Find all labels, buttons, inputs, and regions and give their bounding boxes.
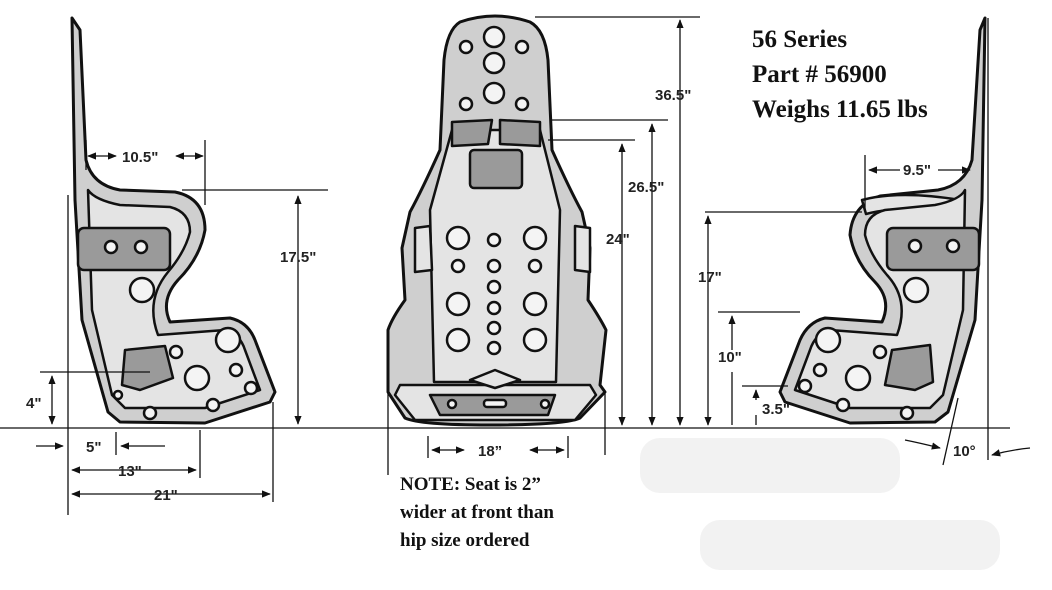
label-right-side-height: 17" (698, 269, 722, 286)
label-left-full-depth: 21" (154, 487, 178, 504)
label-right-mid-height: 10" (718, 349, 742, 366)
right-dimension-labels: 9.5" 17" 10" 3.5" 10° (698, 162, 976, 460)
label-overall-height: 36.5" (655, 87, 691, 104)
title-series: 56 Series (752, 26, 847, 53)
front-dimension-lines (387, 16, 700, 475)
label-left-front-offset: 5" (86, 439, 101, 456)
right-dimension-lines (704, 18, 1031, 466)
label-shoulder-height: 26.5" (628, 179, 664, 196)
note-line-3: hip size ordered (400, 530, 530, 551)
right-side-seat-view (778, 16, 987, 425)
label-left-height: 17.5" (280, 249, 316, 266)
label-left-mid-depth: 13" (118, 463, 142, 480)
left-harness-bracket (76, 226, 172, 272)
left-dimension-lines (0, 140, 1010, 515)
front-dimension-labels: 36.5" 26.5" 24" 18” (478, 87, 691, 460)
title-part-number: Part # 56900 (752, 61, 887, 88)
label-right-angle: 10° (953, 443, 976, 460)
label-right-top-width: 9.5" (903, 162, 931, 179)
label-front-width: 18” (478, 443, 502, 460)
note-line-2: wider at front than (400, 502, 554, 523)
left-dimension-labels: 10.5" 17.5" 4" 5" 13" 21" (26, 149, 316, 504)
label-left-top-width: 10.5" (122, 149, 158, 166)
label-right-base-height: 3.5" (762, 401, 790, 418)
right-harness-bracket (885, 226, 981, 272)
title-block: 56 Series Part # 56900 Weighs 11.65 lbs (752, 26, 928, 123)
background-smudges (640, 438, 1000, 570)
note-line-1: NOTE: Seat is 2” (400, 474, 541, 495)
label-left-bottom-offset: 4" (26, 395, 41, 412)
label-harness-height: 24" (606, 231, 630, 248)
left-side-seat-view (70, 16, 277, 425)
title-weight: Weighs 11.65 lbs (752, 96, 928, 123)
note-block: NOTE: Seat is 2” wider at front than hip… (400, 474, 554, 551)
front-seat-view (386, 14, 608, 427)
